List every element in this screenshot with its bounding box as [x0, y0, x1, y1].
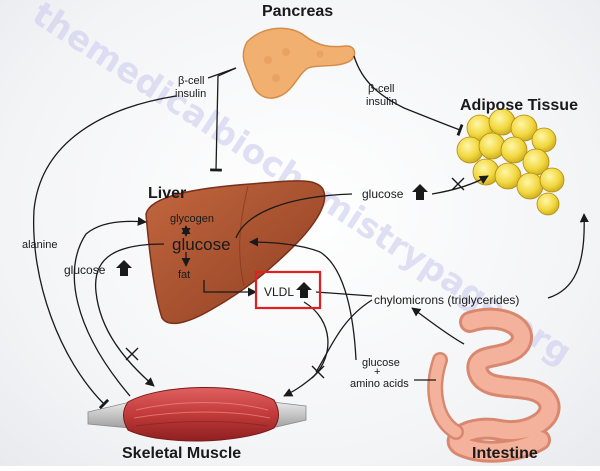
chylo-to-muscle	[315, 299, 373, 373]
glucose-to-adipose-label: glucose	[362, 187, 404, 201]
glucose-liver-label: glucose	[172, 235, 231, 254]
adipose-image	[456, 108, 565, 216]
glucose-amino-plus: +	[374, 366, 380, 378]
adipose-title: Adipose Tissue	[460, 97, 578, 114]
beta-cell-right-label: β-cell	[368, 83, 395, 95]
block-marks	[125, 177, 465, 379]
glucose-to-muscle-label: glucose	[64, 263, 106, 277]
beta-cell-left-label: β-cell	[178, 75, 205, 87]
up-arrow-glucose-muscle	[116, 260, 132, 276]
pancreas-image	[242, 27, 356, 99]
intestine-to-chylo	[411, 307, 465, 345]
intestine-title: Intestine	[472, 445, 538, 462]
vldl-highlight-box	[254, 270, 322, 310]
vldl-to-muscle	[283, 301, 329, 397]
glucose-amino-label-2: amino acids	[350, 378, 409, 390]
pancreas-to-left-label	[207, 67, 237, 79]
fat-label: fat	[178, 269, 190, 281]
skeletal-muscle-title: Skeletal Muscle	[122, 445, 241, 462]
liver-glucose-adipose-1	[235, 193, 353, 239]
increase-arrows	[116, 184, 428, 298]
liver-glucose-adipose-2	[431, 175, 489, 195]
block-mark-muscle-glucose	[125, 347, 139, 361]
chylo-to-adipose	[547, 213, 589, 299]
block-mark-adipose	[451, 177, 465, 191]
vldl-chylo-link	[315, 291, 373, 297]
intestine-to-liver	[249, 237, 357, 361]
up-arrow-glucose-adipose	[412, 184, 428, 200]
block-mark-muscle-vldl	[311, 365, 325, 379]
pancreas-title: Pancreas	[262, 3, 333, 20]
fat-vldl-arrow	[203, 280, 257, 297]
up-arrow-vldl	[296, 282, 312, 298]
vldl-label: VLDL	[264, 285, 294, 299]
liver-glucose-muscle	[94, 243, 165, 387]
liver-image	[145, 180, 326, 325]
alanine-label: alanine	[22, 239, 57, 251]
insulin-to-muscle-inhibit	[32, 95, 177, 410]
insulin-left-label: insulin	[175, 88, 206, 100]
liver-title: Liver	[148, 185, 186, 202]
glycogen-label: glycogen	[170, 213, 214, 225]
skeletal-muscle-image	[87, 386, 307, 442]
pancreas-to-adipose-inhibit	[353, 55, 464, 136]
insulin-right-label: insulin	[366, 96, 397, 108]
pathway-lines	[32, 55, 589, 410]
chylomicrons-label: chylomicrons (triglycerides)	[374, 293, 519, 307]
glucose-amino-label-1: glucose	[362, 357, 400, 369]
alanine-to-liver	[73, 216, 147, 397]
intestine-image	[427, 307, 561, 463]
